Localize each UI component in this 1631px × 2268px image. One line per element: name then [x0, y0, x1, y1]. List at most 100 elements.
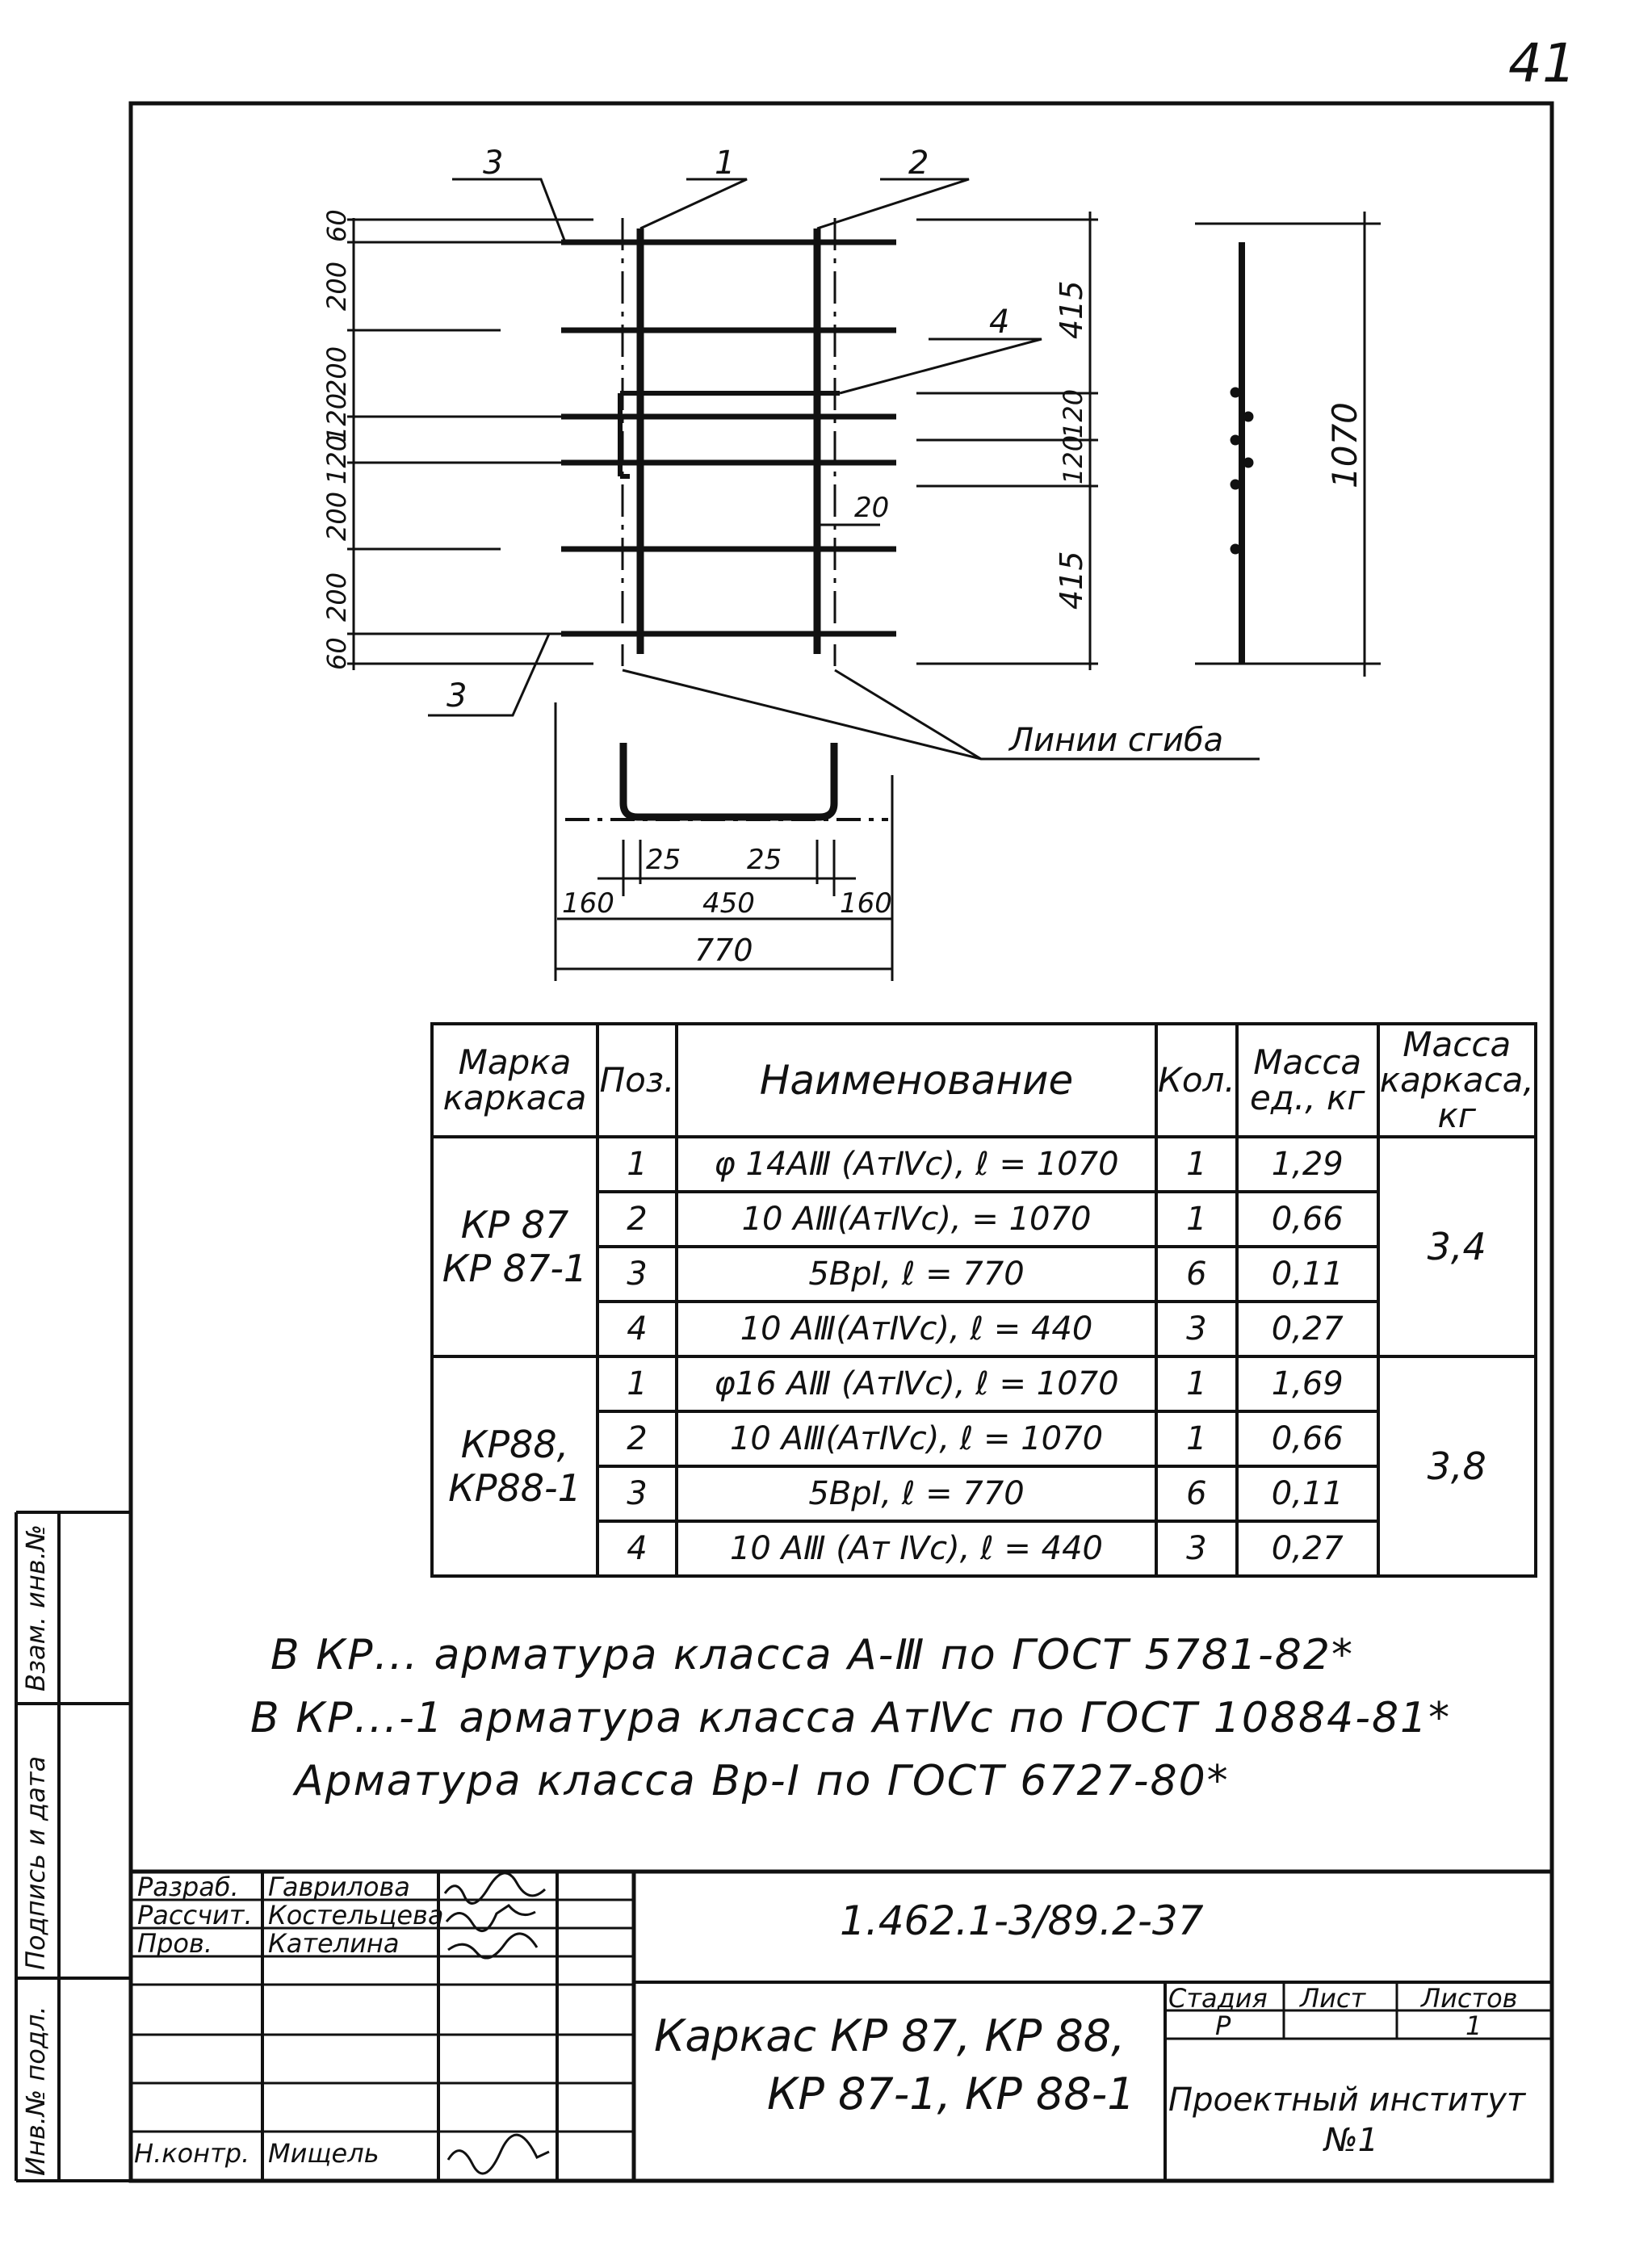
pos-cell: 1: [596, 1135, 678, 1193]
header-unit-mass: Масса ед., кг: [1235, 1022, 1380, 1138]
mass-cell: 1,29: [1235, 1135, 1380, 1193]
qty-cell: 6: [1155, 1245, 1239, 1303]
qty-cell: 1: [1155, 1135, 1239, 1193]
position-label-3-bottom: 3: [447, 677, 467, 715]
spec-table-header: Марка каркаса Поз. Наименование Кол. Мас…: [430, 1022, 1537, 1138]
right-dim-415-bottom: 415: [1054, 551, 1089, 610]
name-developer: Гаврилова: [268, 1872, 410, 1902]
total-mass-cell: 3,4: [1376, 1135, 1537, 1358]
stage-header: Стадия: [1168, 1983, 1268, 2014]
sheets-header: Листов: [1421, 1983, 1518, 2014]
longitudinal-bars: [636, 228, 821, 654]
name-cell: 5ВрⅠ, ℓ = 770: [675, 1465, 1158, 1523]
name-cell: 10 АⅢ(АтⅣс), ℓ = 440: [675, 1300, 1158, 1358]
mass-cell: 0,27: [1235, 1520, 1380, 1578]
signatures: [443, 1873, 550, 2175]
sheet-frame: [128, 101, 1554, 2183]
role-norm-control: Н.контр.: [134, 2138, 250, 2169]
table-row: 4 10 АⅢ (Ат Ⅳс), ℓ = 440 3 0,27: [432, 1520, 1536, 1578]
left-dim-200-a: 200: [321, 262, 352, 311]
header-name: Наименование: [675, 1022, 1158, 1138]
mass-cell: 0,11: [1235, 1245, 1380, 1303]
mark-cell: КР88, КР88-1: [430, 1355, 599, 1578]
name-norm-control: Мищель: [268, 2138, 379, 2169]
signature-mark: [447, 2133, 550, 2175]
right-dim-120-a: 120: [1058, 389, 1088, 438]
pos-cell: 3: [596, 1245, 678, 1303]
name-cell: 5ВрⅠ, ℓ = 770: [675, 1245, 1158, 1303]
pos-cell: 4: [596, 1300, 678, 1358]
table-row: 2 10 АⅢ(АтⅣс), = 1070 1 0,66: [432, 1190, 1536, 1248]
position-label-4: 4: [989, 304, 1009, 341]
mark-cell: КР 87 КР 87-1: [430, 1135, 599, 1358]
side-stamp-signature-date: Подпись и дата: [20, 1755, 51, 1970]
mass-cell: 0,11: [1235, 1465, 1380, 1523]
right-dim-415-top: 415: [1054, 280, 1089, 339]
left-dim-200-c: 200: [321, 492, 352, 541]
left-dim-120-b: 120: [321, 435, 352, 484]
header-pos: Поз.: [596, 1022, 678, 1138]
bend-lines-label: Линии сгиба: [1008, 722, 1223, 759]
dim-20: 20: [854, 492, 889, 524]
document-code: 1.462.1-3/89.2-37: [840, 1897, 1204, 1944]
role-checked: Пров.: [137, 1928, 212, 1959]
table-row: КР88, КР88-1 1 φ16 АⅢ (АтⅣс), ℓ = 1070 1…: [430, 1355, 1537, 1578]
table-row: 3 5ВрⅠ, ℓ = 770 6 0,11: [432, 1465, 1536, 1523]
mass-cell: 0,66: [1235, 1190, 1380, 1248]
specification-table: Марка каркаса Поз. Наименование Кол. Мас…: [430, 1022, 1537, 1578]
dim-770: 770: [694, 933, 753, 968]
header-mark: Марка каркаса: [430, 1022, 599, 1138]
dim-160-right: 160: [840, 887, 892, 920]
side-view-dim-1070: 1070: [1325, 402, 1365, 488]
signature-mark: [447, 1932, 539, 1960]
sheet-header: Лист: [1300, 1983, 1366, 2014]
horizontal-bars: [561, 239, 896, 637]
mass-cell: 1,69: [1235, 1355, 1380, 1413]
mark-line: КР88,: [460, 1423, 569, 1466]
pos-cell: 3: [596, 1465, 678, 1523]
sheets-value: 1: [1465, 2010, 1482, 2041]
qty-cell: 6: [1155, 1465, 1239, 1523]
header-cage-mass: Масса каркаса, кг: [1376, 1022, 1537, 1138]
right-dimension-chain: [916, 212, 1098, 670]
right-dim-120-b: 120: [1058, 435, 1088, 484]
qty-cell: 3: [1155, 1300, 1239, 1358]
dim-25-right: 25: [747, 844, 782, 876]
table-row: 3 5ВрⅠ, ℓ = 770 6 0,11: [432, 1245, 1536, 1303]
role-developer: Разраб.: [137, 1872, 239, 1902]
qty-cell: 3: [1155, 1520, 1239, 1578]
total-mass-cell: 3,8: [1376, 1355, 1537, 1578]
left-dim-200-d: 200: [321, 572, 352, 622]
dim-160-left: 160: [562, 887, 614, 920]
pos-cell: 2: [596, 1190, 678, 1248]
name-cell: 10 АⅢ(АтⅣс), = 1070: [675, 1190, 1158, 1248]
qty-cell: 1: [1155, 1355, 1239, 1413]
table-row: КР 87 КР 87-1 1 φ 14АⅢ (АтⅣс), ℓ = 1070 …: [430, 1135, 1537, 1358]
left-dimension-chain: [347, 218, 593, 670]
mass-cell: 0,66: [1235, 1410, 1380, 1468]
pos-cell: 4: [596, 1520, 678, 1578]
side-stamp-inventory: Инв.№ подл.: [20, 2006, 51, 2176]
left-dim-200-b: 200: [321, 346, 352, 396]
name-cell: φ16 АⅢ (АтⅣс), ℓ = 1070: [675, 1355, 1158, 1413]
name-checked: Кателина: [268, 1928, 400, 1959]
pos-cell: 2: [596, 1410, 678, 1468]
dim-450: 450: [702, 887, 755, 920]
role-calculated: Рассчит.: [137, 1900, 253, 1931]
mass-cell: 0,27: [1235, 1300, 1380, 1358]
mark-line: КР 87-1: [442, 1247, 588, 1290]
name-cell: 10 АⅢ (Ат Ⅳс), ℓ = 440: [675, 1520, 1158, 1578]
signature-mark: [445, 1904, 536, 1933]
stage-value: Р: [1215, 2010, 1231, 2041]
mark-line: КР88-1: [448, 1466, 581, 1510]
left-dim-120-a: 120: [321, 393, 352, 442]
organization-line1: Проектный институт: [1168, 2081, 1526, 2119]
note-line: В КР... арматура класса А-Ⅲ по ГОСТ 5781…: [270, 1631, 1354, 1679]
left-dim-60-bottom: 60: [321, 637, 352, 670]
drawing-title-line2: КР 87-1, КР 88-1: [767, 2069, 1135, 2119]
page-number: 41: [1508, 32, 1576, 94]
position-label-2: 2: [908, 145, 929, 182]
dim-25-left: 25: [646, 844, 681, 876]
